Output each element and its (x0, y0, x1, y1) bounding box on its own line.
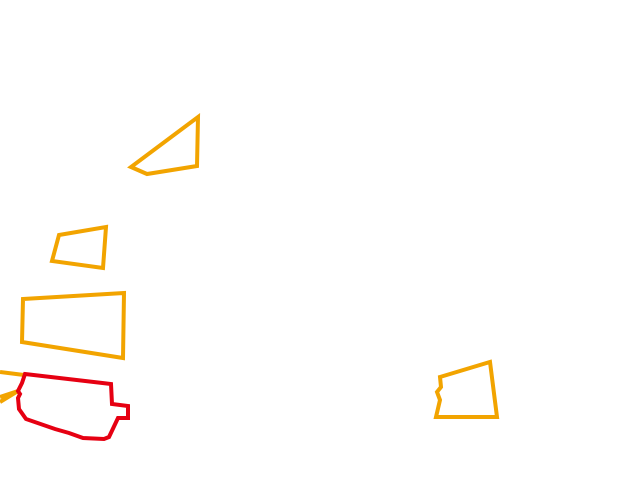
orange-edge-partial-lower-outline (0, 389, 20, 404)
orange-edge-partial-outline (0, 370, 25, 377)
orange-triangle-outline (127, 112, 201, 177)
orange-small-quad-outline (49, 224, 109, 271)
orange-right-quad-outline (433, 359, 500, 419)
red-irregular-outline (15, 371, 130, 442)
orange-large-quad-outline (19, 290, 127, 361)
